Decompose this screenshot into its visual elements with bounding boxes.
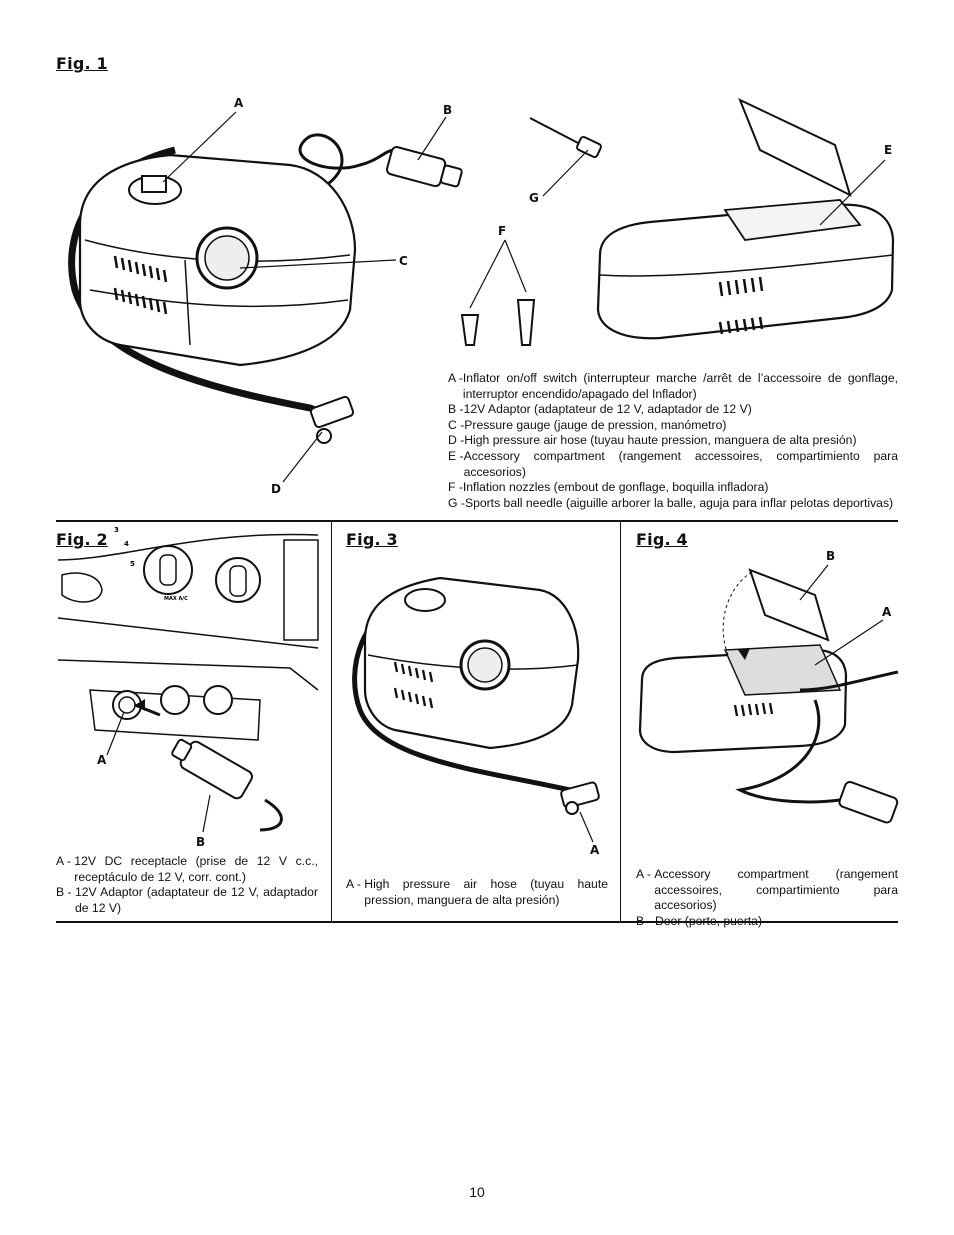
- legend-item: A - 12V DC receptacle (prise de 12 V c.c…: [56, 854, 318, 884]
- legend-item: F -Inflation nozzles (embout de gonflage…: [448, 480, 769, 495]
- fig2-legend: A - 12V DC receptacle (prise de 12 V c.c…: [56, 854, 318, 916]
- fig1-illustration: [68, 98, 895, 483]
- hose-chuck: [309, 395, 355, 444]
- fig2-callout-a: A: [97, 753, 107, 767]
- fig1-callout-f: F: [498, 224, 507, 238]
- sports-ball-needle: [529, 117, 602, 159]
- inflation-nozzles: [460, 299, 536, 346]
- fig1-callout-b: B: [443, 103, 453, 117]
- legend-item: B - 12V Adaptor (adaptateur de 12 V, ada…: [56, 885, 318, 915]
- inflator-body: [78, 153, 357, 367]
- fig3-legend: A - High pressure air hose (tuyau haute …: [346, 877, 608, 908]
- inflator-compartment-view: [596, 98, 895, 340]
- dash-label-4: 4: [124, 540, 129, 548]
- fig1-legend: A -Inflator on/off switch (interrupteur …: [448, 371, 898, 511]
- fig1-callout-d: D: [271, 482, 281, 496]
- fig3-callout-a: A: [590, 843, 600, 857]
- column-divider-1: [331, 522, 332, 922]
- dash-label-max-ac: MAX A/C: [164, 596, 188, 602]
- legend-item: D -High pressure air hose (tuyau haute p…: [448, 433, 857, 448]
- 12v-adaptor: [386, 146, 463, 188]
- section-divider-bottom: [56, 921, 898, 923]
- fig4-title: Fig. 4: [636, 530, 688, 549]
- page-number: 10: [469, 1184, 485, 1200]
- fig1-title: Fig. 1: [56, 54, 108, 73]
- legend-item: C -Pressure gauge (jauge de pression, ma…: [448, 417, 727, 432]
- fig1-callout-g: G: [529, 191, 539, 205]
- legend-item: E -Accessory compartment (rangement acce…: [448, 448, 898, 479]
- legend-item: A -Inflator on/off switch (interrupteur …: [448, 371, 898, 401]
- fig4-legend: A - Accessory compartment (rangement acc…: [636, 867, 898, 929]
- fig1-callout-a: A: [234, 96, 244, 110]
- fig2-title: Fig. 2: [56, 530, 108, 549]
- fig4-callout-a: A: [882, 605, 892, 619]
- fig4-callout-b: B: [826, 549, 836, 563]
- legend-item: B - Door (porte, puerta): [636, 913, 762, 928]
- legend-item: A - High pressure air hose (tuyau haute …: [346, 877, 608, 907]
- column-divider-2: [620, 522, 621, 922]
- fig3-title: Fig. 3: [346, 530, 398, 549]
- legend-item: A - Accessory compartment (rangement acc…: [636, 867, 898, 913]
- dash-label-3: 3: [114, 526, 119, 534]
- fig2-callout-b: B: [196, 835, 206, 849]
- legend-item: G -Sports ball needle (aiguille arborer …: [448, 495, 894, 510]
- section-divider-top: [56, 520, 898, 522]
- dash-label-5: 5: [130, 560, 135, 568]
- fig1-callout-e: E: [884, 143, 893, 157]
- legend-item: B -12V Adaptor (adaptateur de 12 V, adap…: [448, 402, 752, 417]
- fig1-callout-c: C: [399, 254, 408, 268]
